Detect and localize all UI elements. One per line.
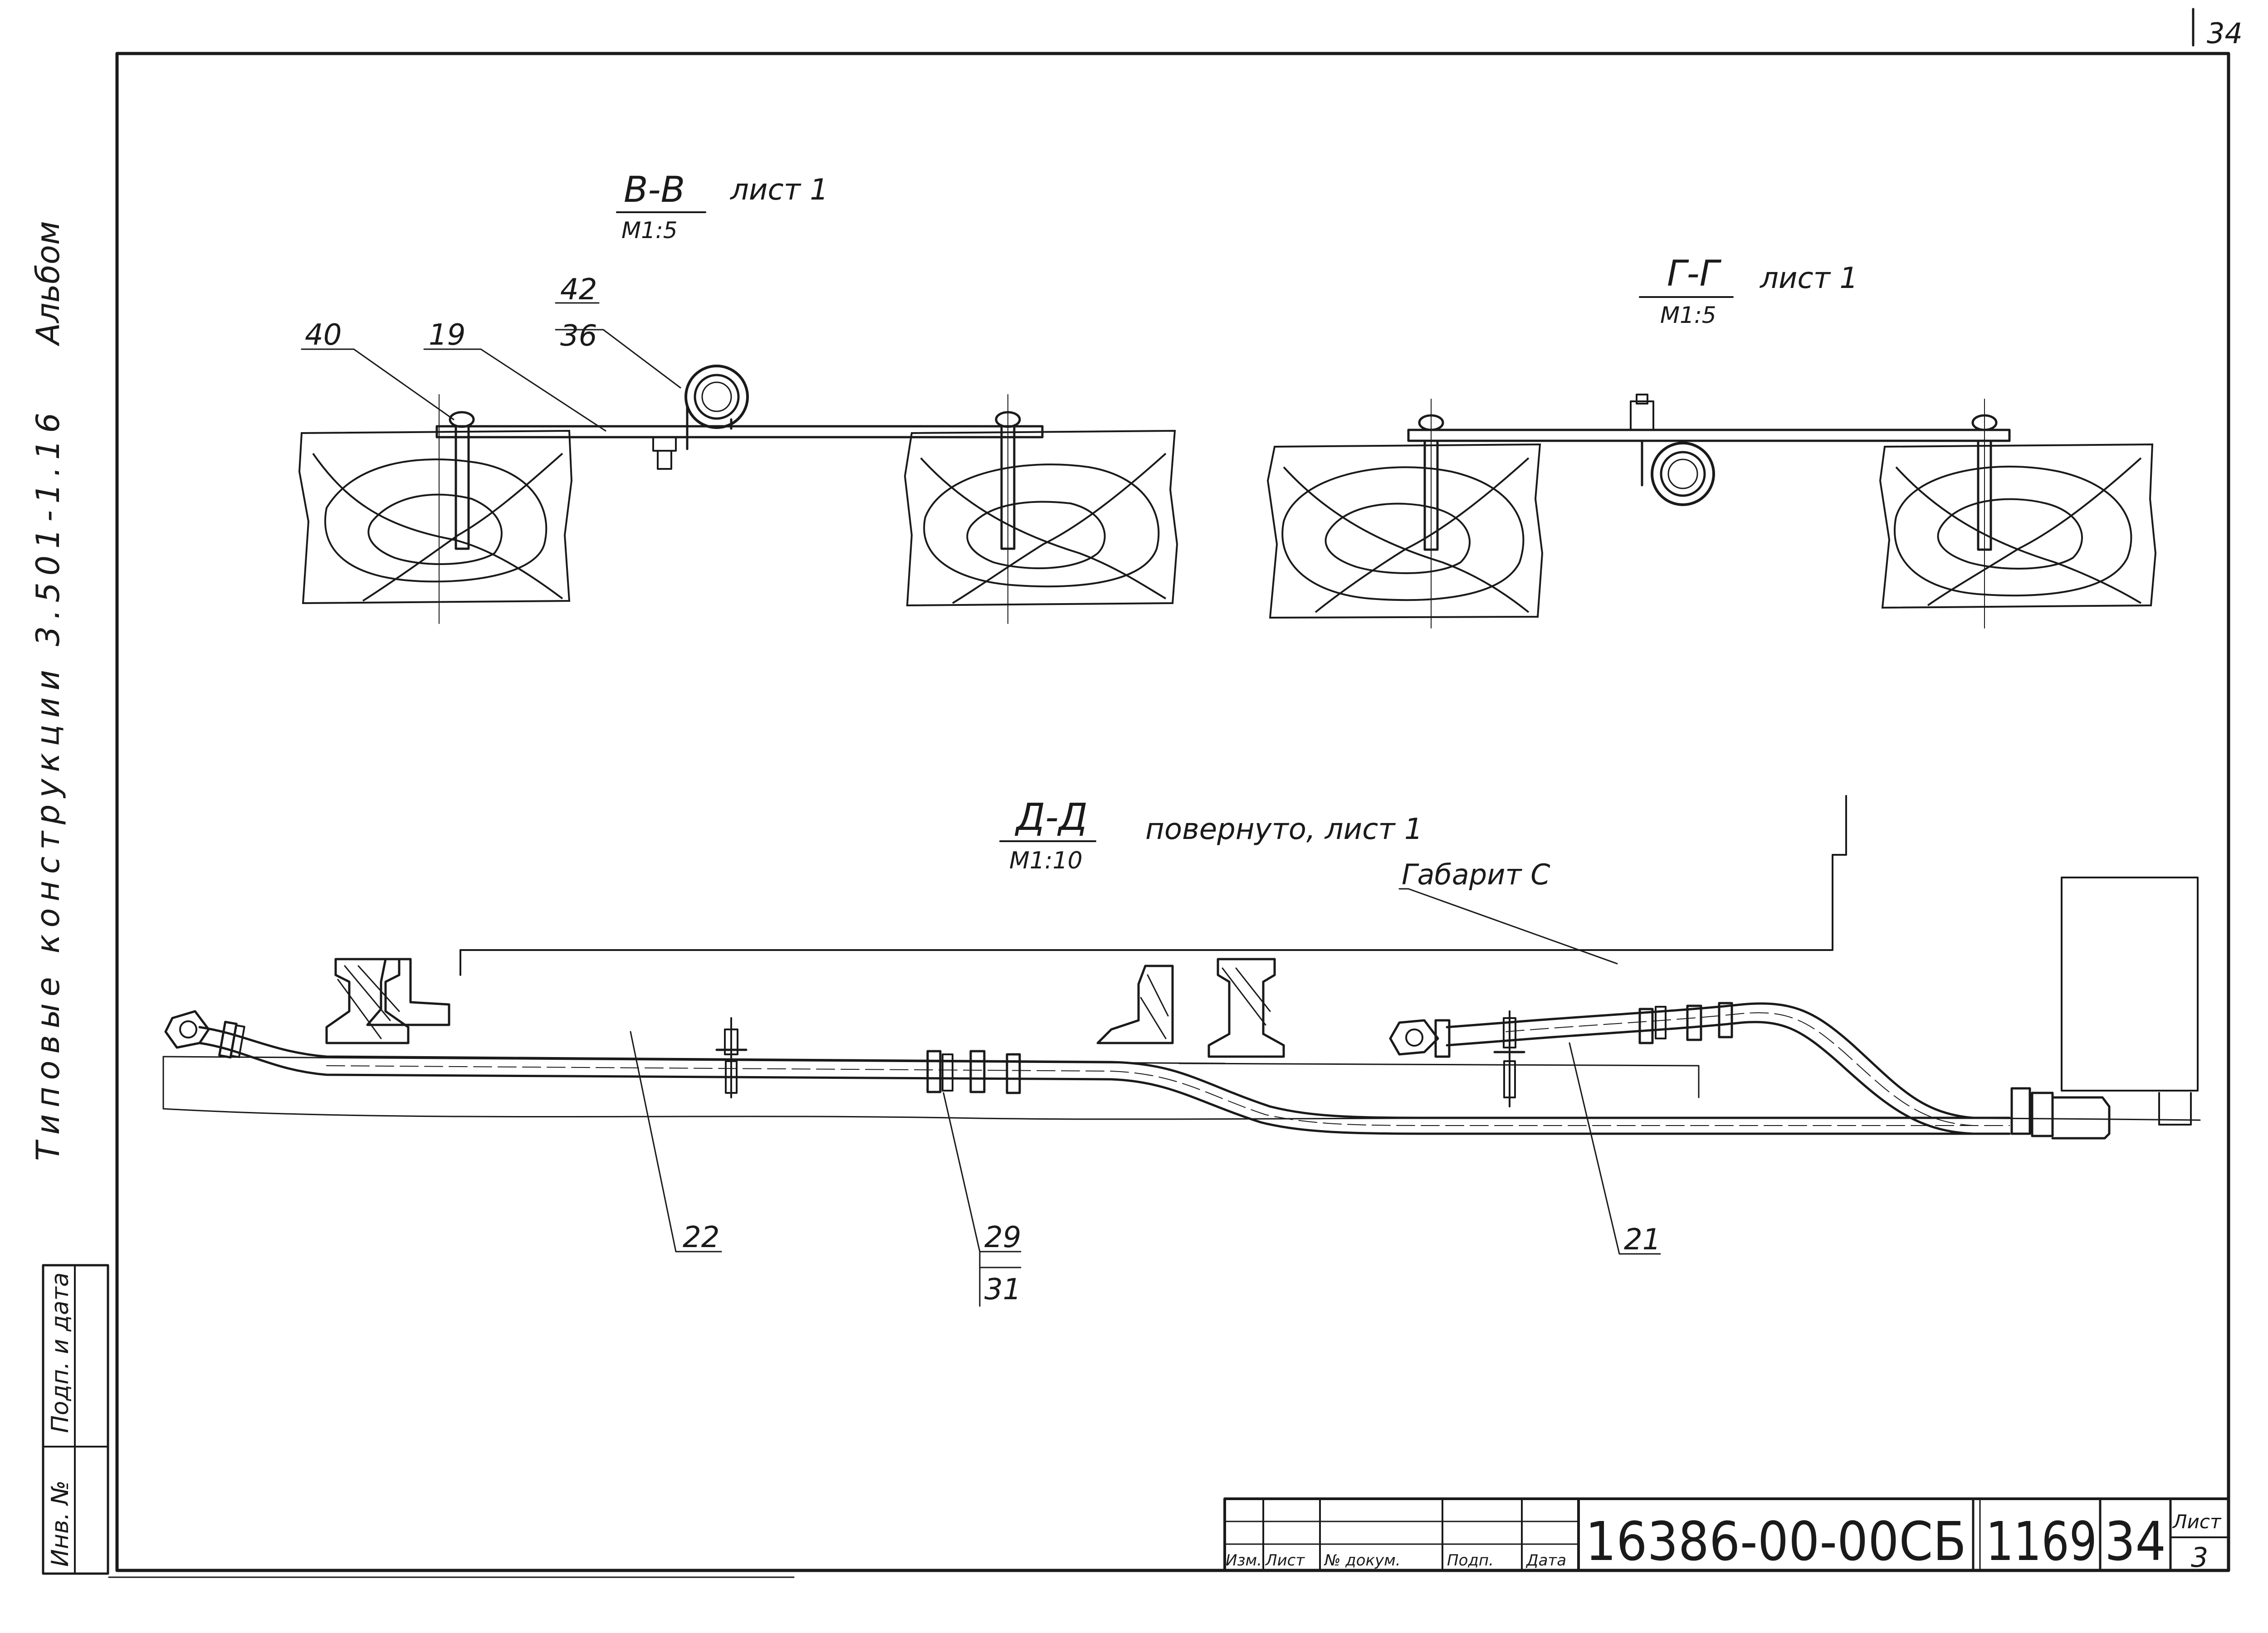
sheet-label: Лист (2172, 1511, 2222, 1533)
pipe-clip-gg (1651, 442, 1715, 506)
callout-40: 40 (305, 318, 342, 352)
album-side-text: Альбом (29, 221, 67, 346)
section-gg-name: Г-Г (1667, 253, 1722, 294)
section-gg-scale: М1:5 (1660, 302, 1716, 328)
callout-gabarit: Габарит С (1402, 858, 1550, 891)
side-stamp-inv-label: Инв. № (47, 1480, 74, 1567)
doc-code: 16386-00-00СБ (1585, 1510, 1966, 1573)
section-bb: В-В М1:5 лист 1 (298, 170, 1178, 624)
tb-header-date: Дата (1525, 1551, 1566, 1570)
section-dd-note: повернуто, лист 1 (1145, 813, 1423, 846)
title-block: Изм. Лист № докум. Подп. Дата 16386-00-0… (1223, 1497, 2230, 1574)
sleeper-left-gg (1266, 443, 1544, 619)
callout-29: 29 (984, 1221, 1021, 1254)
tb-header-list: Лист (1265, 1551, 1305, 1570)
callout-36: 36 (560, 319, 597, 353)
section-gg-note: лист 1 (1759, 262, 1858, 295)
callout-42: 42 (560, 273, 597, 307)
section-gg: Г-Г М1:5 лист 1 (1266, 253, 2157, 629)
sheet-frame (115, 52, 2230, 1572)
section-dd-scale: М1:10 (1009, 847, 1083, 874)
sleeper-left-bb (298, 429, 573, 604)
pipe-21 (1446, 1002, 1975, 1119)
side-stamp: Подп. и дата Инв. № (42, 1264, 109, 1575)
sleeper-right-gg (1879, 443, 2157, 609)
pipe-22 (198, 1026, 2011, 1119)
callout-21: 21 (1624, 1223, 1661, 1257)
end-cabinet (2061, 877, 2199, 1092)
rail-left (325, 958, 450, 1044)
sheet-number: 3 (2191, 1542, 2208, 1574)
section-bb-scale: М1:5 (621, 217, 678, 244)
gabarit-outline (459, 795, 1847, 976)
callout-31: 31 (984, 1273, 1021, 1306)
pipe-clip-outer (684, 365, 749, 429)
tb-header-sign: Подп. (1447, 1551, 1494, 1570)
album-number: 1169 (1986, 1510, 2097, 1573)
ground-line (162, 1056, 2201, 1121)
page-number: 34 (2207, 17, 2243, 50)
series-side-text: Типовые конструкции 3.501-1.16 (29, 413, 67, 1161)
page-number-box: 34 (2192, 8, 2243, 50)
section-dd: Д-Д М1:10 повернуто, лист 1 (162, 795, 2201, 1307)
section-bb-note: лист 1 (729, 173, 828, 207)
side-stamp-sign-label: Подп. и дата (47, 1272, 74, 1433)
rail-right (1096, 958, 1285, 1058)
coupling-29 (926, 1050, 942, 1093)
section-bb-name: В-В (624, 170, 685, 210)
tb-header-doc: № докум. (1324, 1551, 1401, 1570)
callout-19: 19 (429, 318, 465, 352)
clamp-bar-gg (1407, 429, 2011, 442)
sleeper-right-bb (904, 429, 1178, 607)
section-dd-name: Д-Д (1015, 796, 1088, 839)
tb-page-number: 34 (2105, 1510, 2166, 1573)
callout-22: 22 (683, 1221, 719, 1254)
tb-header-izm: Изм. (1226, 1551, 1262, 1570)
clamp-bar (435, 425, 1044, 439)
